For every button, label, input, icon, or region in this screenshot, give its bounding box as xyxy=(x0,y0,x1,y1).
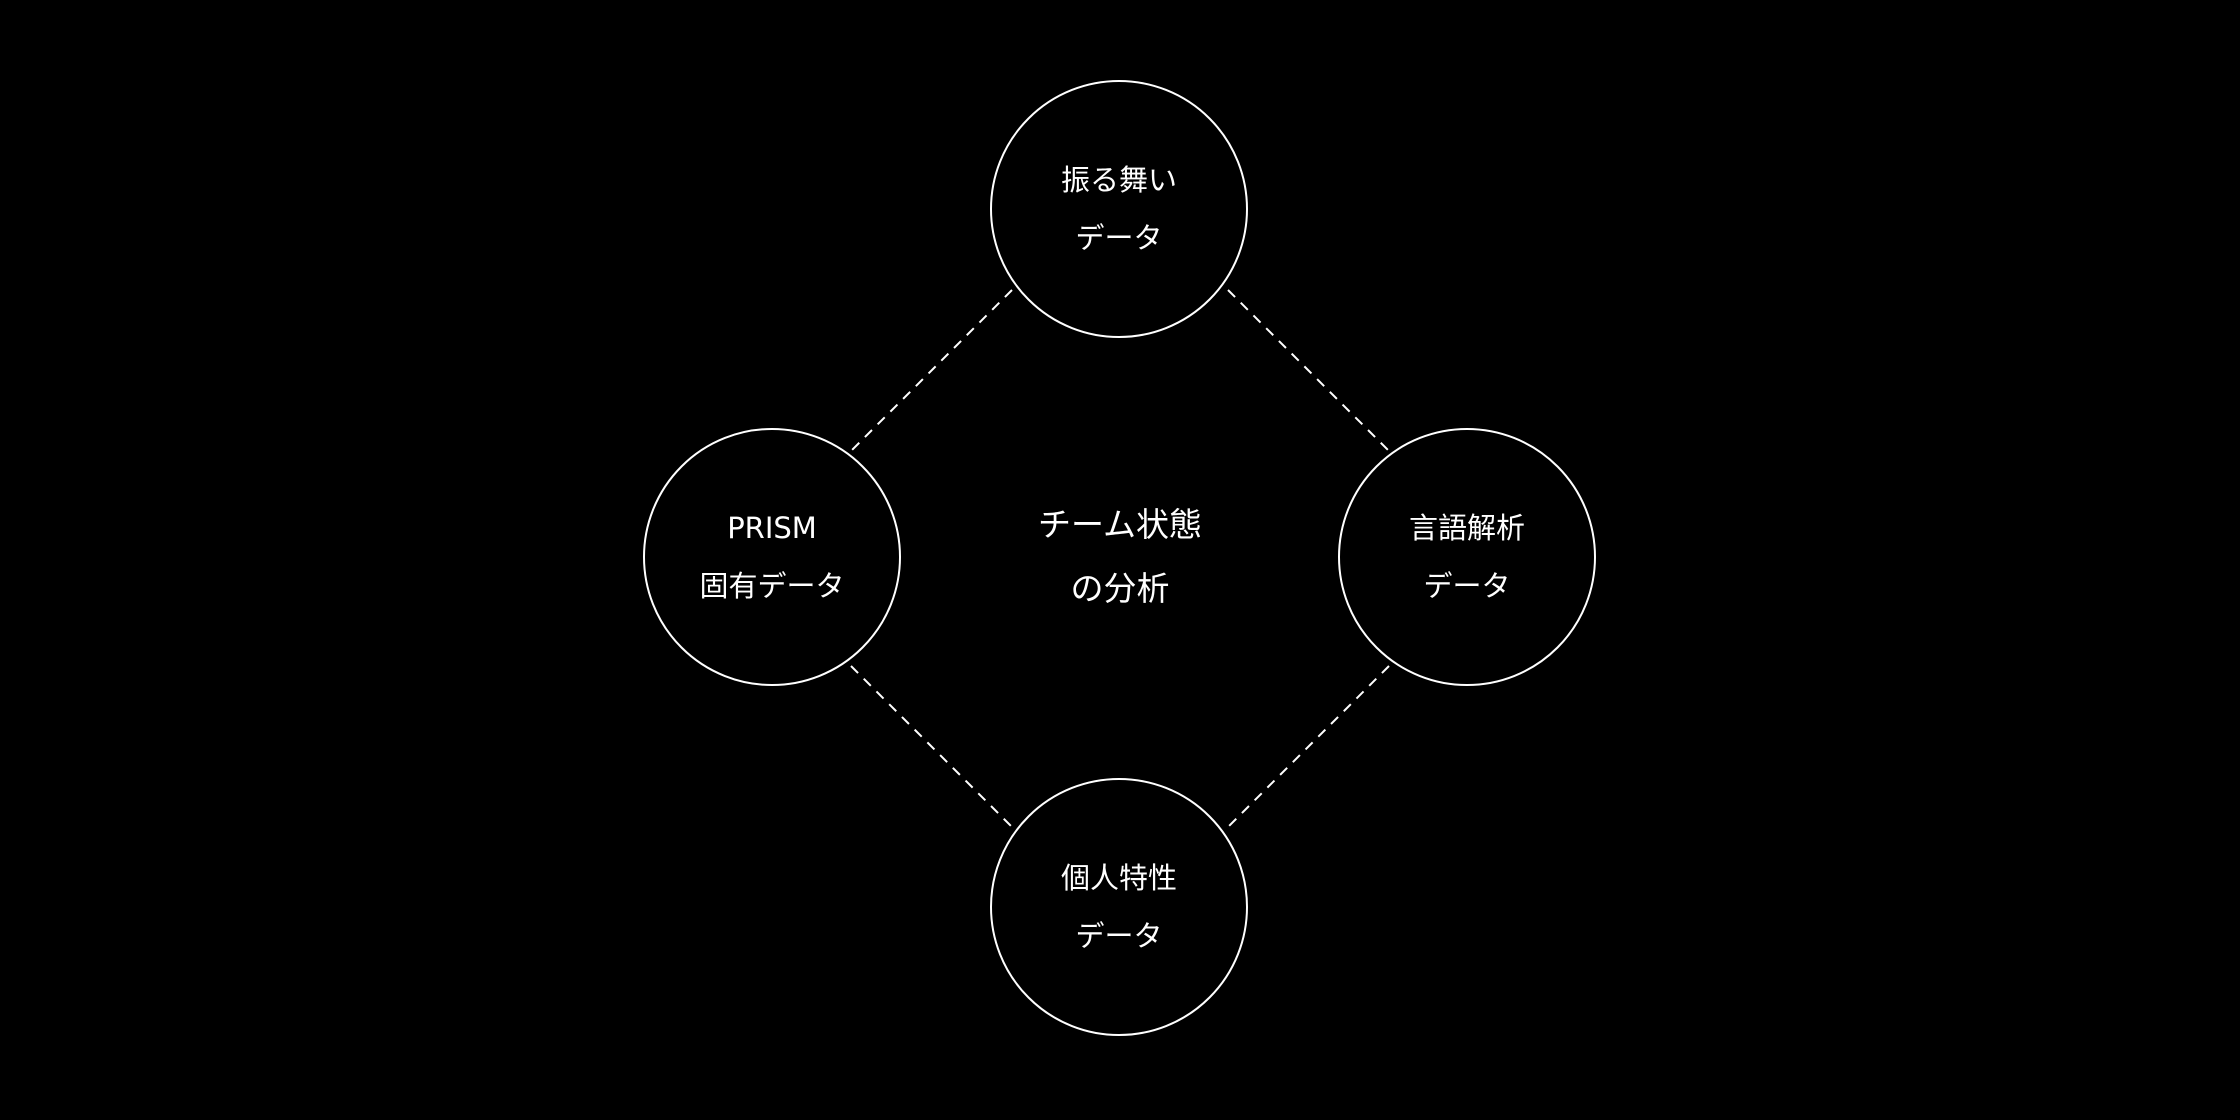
center-title: チーム状態 の分析 xyxy=(1038,493,1202,621)
node-label: PRISM xyxy=(727,511,817,545)
connector-top-right xyxy=(1227,289,1390,452)
center-title-line2: の分析 xyxy=(1070,569,1170,608)
node-label: データ xyxy=(1423,569,1511,603)
node-behavior-data: 振る舞い データ xyxy=(990,80,1248,338)
node-label: 振る舞い xyxy=(1060,163,1177,197)
connector-top-left xyxy=(850,289,1013,452)
node-label: データ xyxy=(1075,221,1163,255)
node-label: 固有データ xyxy=(699,569,845,603)
node-label: 個人特性 xyxy=(1060,861,1177,895)
connector-left-bottom xyxy=(850,665,1013,828)
node-language-data: 言語解析 データ xyxy=(1338,428,1596,686)
node-personal-data: 個人特性 データ xyxy=(990,778,1248,1036)
node-label: 言語解析 xyxy=(1408,511,1525,545)
node-prism-data: PRISM 固有データ xyxy=(643,428,901,686)
center-title-line1: チーム状態 xyxy=(1037,505,1203,544)
connector-right-bottom xyxy=(1227,665,1390,828)
node-label: データ xyxy=(1075,919,1163,953)
